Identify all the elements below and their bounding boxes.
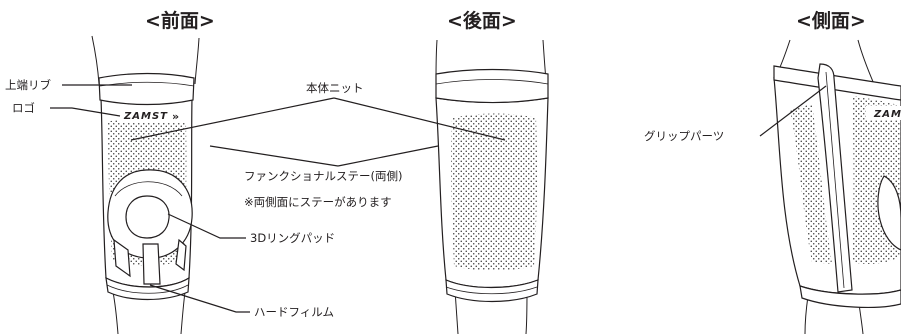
side-bottom-rib [799,285,901,308]
side-view [773,39,901,334]
front-thigh-right-line [194,37,200,85]
front-shin-right-line [180,291,186,334]
label-hard-film: ハードフィルム [254,305,334,319]
leader-stays-back [337,145,439,167]
front-ring-pad-inner [125,195,170,239]
leader-hard-film [149,284,250,313]
front-bottom-rib [105,276,190,301]
front-film-right-tab [175,238,187,272]
label-functional-stays: ファンクショナルステー(両側) [244,169,402,183]
back-mesh-panel [451,113,538,271]
side-mesh-panel [790,104,832,264]
side-zamst-logo: ZAM [873,109,901,120]
leader-logo [50,107,121,117]
front-view-title: <前面> [145,9,215,32]
front-top-rib [98,72,195,106]
side-top-rib [773,65,901,101]
label-logo: ロゴ [12,101,35,115]
leader-body-knit-back [333,97,506,141]
view-titles: <前面> <後面> <側面> [145,9,866,32]
label-stays-note: ※両側面にステーがあります [244,195,392,209]
side-view-title: <側面> [796,10,866,32]
front-shin-left-line [112,291,119,334]
brand-logos: ZAMST » ZAM [123,109,901,123]
leader-body-knit-front [130,97,335,141]
leader-ring-pad [167,213,246,239]
part-labels: 上端リブ ロゴ 本体ニット ファンクショナルステー(両側) ※両側面にステーがあ… [5,78,724,319]
front-hard-film [142,243,161,285]
front-zamst-logo: ZAMST [123,111,168,122]
back-bottom-rib [445,279,539,303]
leader-lines [50,84,827,313]
back-top-rib [435,68,549,104]
leader-stays-front [209,145,339,167]
back-view [435,39,549,334]
front-film-left-tab [113,238,131,278]
label-grip-parts: グリップパーツ [644,129,724,143]
label-top-rib: 上端リブ [5,78,51,92]
front-view [91,35,200,334]
front-thigh-left-line [91,35,100,85]
label-body-knit: 本体ニット [306,81,364,95]
back-view-title: <後面> [447,9,517,32]
side-pad-bulge [877,175,901,251]
front-logo-chevron-icon: » [172,110,179,123]
leader-grip-parts [759,85,827,137]
label-ring-pad: 3Dリングパッド [250,231,335,245]
